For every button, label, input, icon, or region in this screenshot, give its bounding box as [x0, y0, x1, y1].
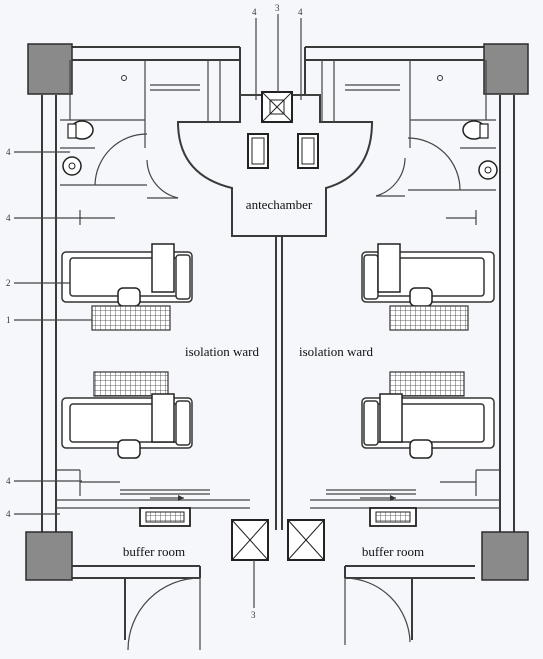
callout-top-center-3: 3: [275, 3, 280, 13]
bedside-cabinet-right-lower: [389, 371, 465, 397]
bedside-cabinet-left-upper: [91, 305, 171, 331]
sink-left: [62, 156, 82, 176]
bed-left-upper: [61, 243, 193, 331]
antechamber-room: [176, 91, 374, 237]
isolation-ward-right-label: isolation ward: [299, 344, 374, 359]
column-bottom-right: [481, 531, 529, 581]
bedside-cabinet-right-upper: [389, 305, 469, 331]
outer-walls: [40, 46, 515, 640]
bedside-cabinet-left-lower: [93, 371, 169, 397]
callout-top-right-4: 4: [298, 7, 303, 17]
column-top-right: [483, 43, 529, 95]
callout-bottom-3: 3: [251, 610, 256, 620]
column-bottom-left: [25, 531, 73, 581]
bed-right-upper: [361, 243, 495, 331]
callout-left-4d: 4: [6, 509, 11, 519]
column-top-left: [27, 43, 73, 95]
bottom-pass-through-boxes: [231, 519, 325, 561]
buffer-room-left-label: buffer room: [123, 544, 185, 559]
shower-drain-right: [437, 75, 443, 81]
callout-top-left-4: 4: [252, 7, 257, 17]
callout-left-2: 2: [6, 278, 11, 288]
shower-drain-left: [121, 75, 127, 81]
entry-doors: [127, 577, 411, 651]
bed-left-lower: [61, 371, 193, 459]
bathroom-left: [60, 60, 221, 225]
callout-left-4b: 4: [6, 213, 11, 223]
buffer-fixtures: [139, 507, 417, 527]
bathroom-right: [321, 60, 498, 225]
antechamber-chair-left: [247, 133, 269, 169]
central-partition: [275, 236, 283, 530]
bed-right-lower: [361, 371, 495, 459]
antechamber-chair-right: [297, 133, 319, 169]
callout-leaders: [14, 14, 302, 608]
callout-left-1: 1: [6, 315, 11, 325]
callout-left-4a: 4: [6, 147, 11, 157]
antechamber-label: antechamber: [246, 197, 313, 212]
corner-columns: [25, 43, 529, 581]
isolation-ward-left-label: isolation ward: [185, 344, 260, 359]
callout-left-4c: 4: [6, 476, 11, 486]
sink-right: [478, 160, 498, 180]
buffer-room-right-label: buffer room: [362, 544, 424, 559]
buffer-partitions: [56, 469, 500, 509]
